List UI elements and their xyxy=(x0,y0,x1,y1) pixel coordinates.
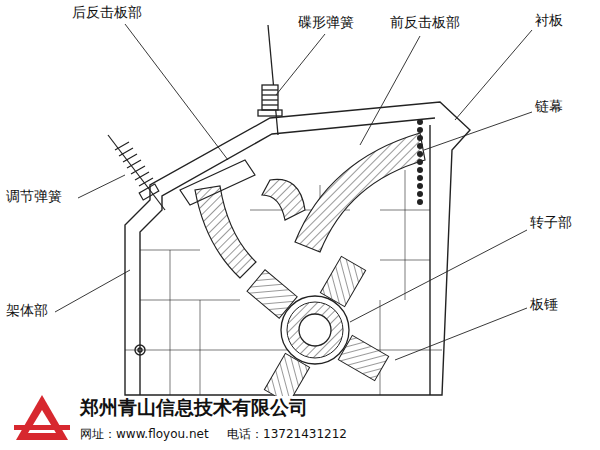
rotor xyxy=(247,256,389,403)
part-label: 转子部 xyxy=(528,214,574,231)
disc-spring xyxy=(258,25,282,135)
part-label: 板锤 xyxy=(528,296,560,313)
part-label: 调节弹簧 xyxy=(4,188,64,205)
adjust-spring xyxy=(108,135,165,210)
watermark-text: 电话：13721431212 xyxy=(225,427,349,441)
part-label: 架体部 xyxy=(4,302,50,319)
part-label: 衬板 xyxy=(533,12,565,29)
leader-lines xyxy=(55,24,532,360)
chain-curtain xyxy=(417,119,423,205)
part-label: 链幕 xyxy=(533,98,565,115)
watermark-text: 网址：www.floyou.net xyxy=(78,427,211,441)
rear-impact-plate xyxy=(180,160,256,278)
company-name: 郑州青山信息技术有限公司 xyxy=(78,396,310,419)
part-label: 后反击板部 xyxy=(70,4,144,21)
part-label: 碟形弹簧 xyxy=(296,14,356,31)
part-label: 前反击板部 xyxy=(388,14,462,31)
company-logo xyxy=(14,395,70,440)
front-impact-plate xyxy=(262,133,425,252)
